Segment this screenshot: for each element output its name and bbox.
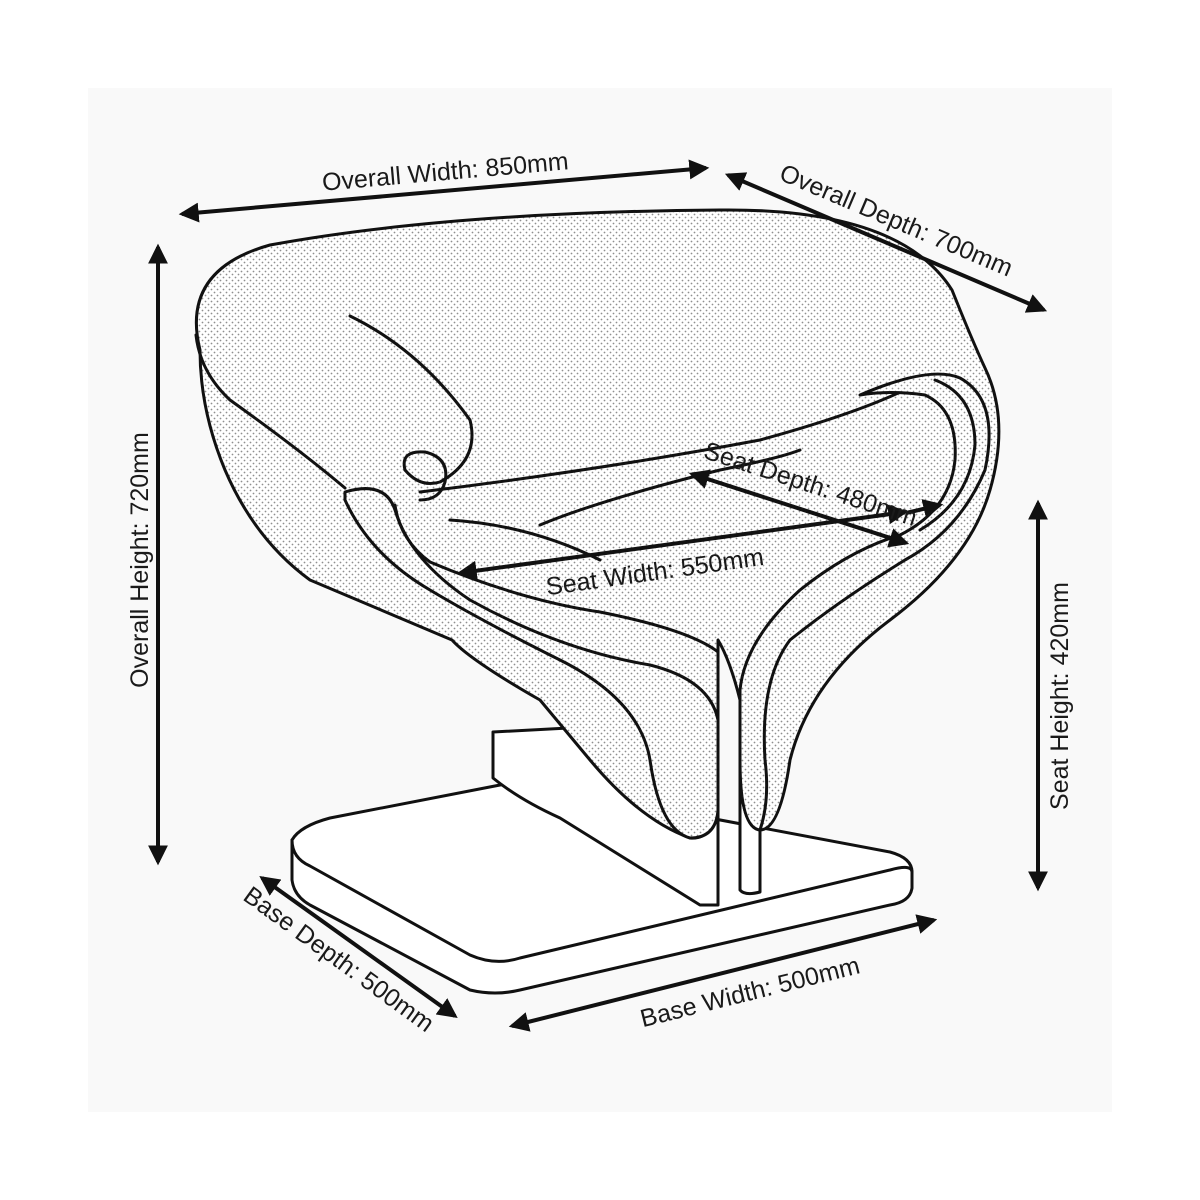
seat-front-edge xyxy=(418,380,922,494)
overall-height-label: Overall Height: 720mm xyxy=(126,432,154,688)
seat-depth-pointer xyxy=(905,499,944,519)
left-arm-top xyxy=(348,314,474,485)
base-depth-arrow xyxy=(259,876,458,1018)
seat-width-arrow xyxy=(456,504,909,581)
left-arm-ribbon xyxy=(343,487,720,840)
right-arm-ribbon xyxy=(738,372,991,832)
overall-depth-arrow xyxy=(724,172,1048,313)
left-arm-inner-line xyxy=(393,503,720,654)
seat-height-label: Seat Height: 420mm xyxy=(1046,582,1074,810)
base-plate-top-edge xyxy=(290,838,914,963)
base-width-arrow xyxy=(508,914,938,1032)
chair-shell xyxy=(194,208,1001,840)
dimension-arrows xyxy=(148,159,1048,1032)
shell-back xyxy=(194,208,1001,840)
left-arm-curl xyxy=(402,450,448,502)
base-width-label: Base Width: 500mm xyxy=(637,951,862,1033)
right-arm-inner-line xyxy=(918,378,977,532)
shell-inner-rim xyxy=(194,333,347,490)
overall-width-arrow xyxy=(178,159,710,223)
